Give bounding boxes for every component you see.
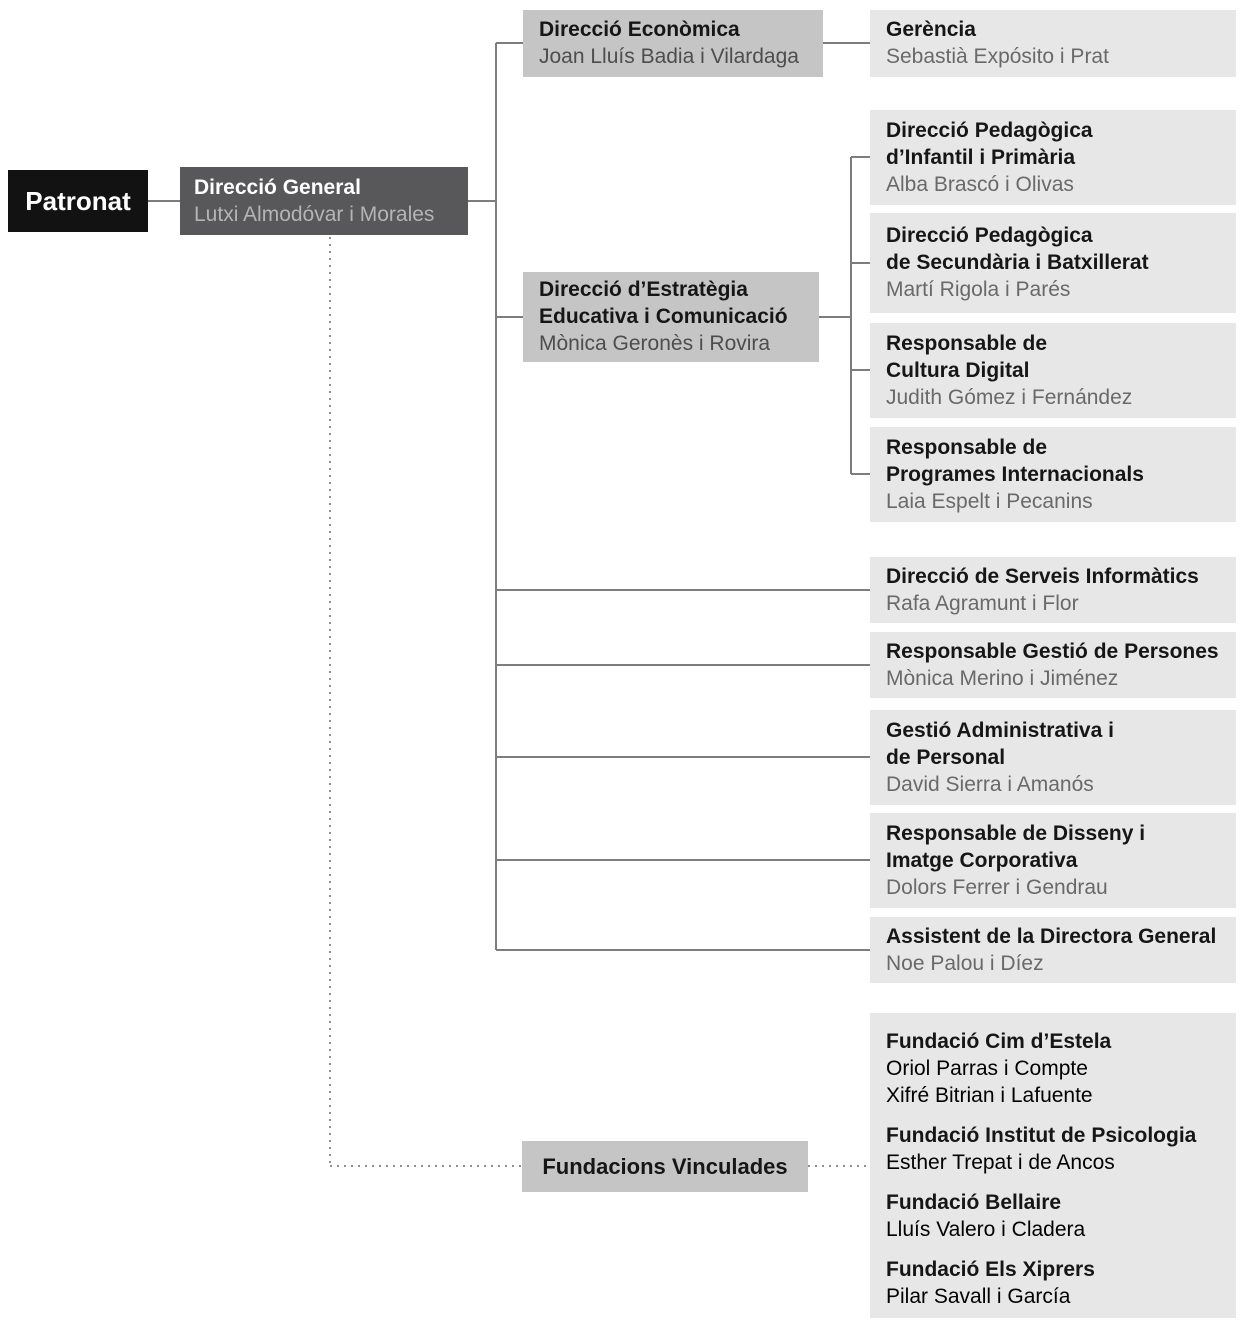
node-dp-secundaria: Direcció Pedagògica de Secundària i Batx… — [870, 213, 1236, 313]
node-title: Direcció d’Estratègia — [539, 278, 748, 301]
node-programes: Responsable de Programes Internacionals … — [870, 427, 1236, 522]
node-title: Imatge Corporativa — [886, 849, 1078, 872]
fundacio-title: Fundació Cim d’Estela — [886, 1030, 1112, 1053]
node-person: Martí Rigola i Parés — [886, 278, 1071, 301]
fundacio-title: Fundació Bellaire — [886, 1191, 1062, 1214]
node-person: Lutxi Almodóvar i Morales — [194, 203, 435, 226]
node-title: Patronat — [25, 185, 131, 216]
node-title: Assistent de la Directora General — [886, 925, 1217, 948]
node-title: Direcció Pedagògica — [886, 119, 1093, 142]
node-title: Educativa i Comunicació — [539, 305, 788, 328]
node-person: Mònica Merino i Jiménez — [886, 667, 1119, 690]
fundacio-person: Esther Trepat i de Ancos — [886, 1151, 1115, 1174]
fundacio-title: Fundació Institut de Psicologia — [886, 1124, 1197, 1147]
node-serveis-informatics: Direcció de Serveis Informàtics Rafa Agr… — [870, 557, 1236, 623]
fundacio-entry: Fundació Bellaire Lluís Valero i Cladera — [886, 1189, 1220, 1243]
node-dp-infantil: Direcció Pedagògica d’Infantil i Primàri… — [870, 110, 1236, 205]
node-person: David Sierra i Amanós — [886, 773, 1094, 796]
node-direccio-general: Direcció General Lutxi Almodóvar i Moral… — [180, 167, 468, 235]
node-title: Gerència — [886, 18, 976, 41]
fundacio-person: Xifré Bitrian i Lafuente — [886, 1084, 1093, 1107]
node-title: Responsable Gestió de Persones — [886, 640, 1219, 663]
node-title: Gestió Administrativa i — [886, 719, 1114, 742]
fundacio-person: Pilar Savall i García — [886, 1285, 1071, 1308]
node-gerencia: Gerència Sebastià Expósito i Prat — [870, 10, 1236, 77]
node-person: Joan Lluís Badia i Vilardaga — [539, 45, 799, 68]
node-person: Noe Palou i Díez — [886, 952, 1044, 975]
node-title: Direcció Pedagògica — [886, 224, 1093, 247]
node-title: Responsable de Disseny i — [886, 822, 1146, 845]
node-person: Rafa Agramunt i Flor — [886, 592, 1079, 615]
fundacio-entry: Fundació Els Xiprers Pilar Savall i Garc… — [886, 1256, 1220, 1310]
node-gestio-administrativa: Gestió Administrativa i de Personal Davi… — [870, 710, 1236, 805]
node-fundacions-vinculades: Fundacions Vinculades — [522, 1141, 808, 1192]
fundacio-entry: Fundació Cim d’Estela Oriol Parras i Com… — [886, 1028, 1220, 1109]
node-title: Direcció Econòmica — [539, 18, 740, 41]
fundacions-panel: Fundació Cim d’Estela Oriol Parras i Com… — [870, 1013, 1236, 1318]
node-title: Direcció de Serveis Informàtics — [886, 565, 1199, 588]
node-cultura-digital: Responsable de Cultura Digital Judith Gó… — [870, 323, 1236, 418]
fundacio-entry: Fundació Institut de Psicologia Esther T… — [886, 1122, 1220, 1176]
node-title: Responsable de — [886, 436, 1048, 459]
node-title: de Secundària i Batxillerat — [886, 251, 1149, 274]
node-title: de Personal — [886, 746, 1006, 769]
node-person: Sebastià Expósito i Prat — [886, 45, 1109, 68]
node-assistent: Assistent de la Directora General Noe Pa… — [870, 917, 1236, 983]
node-gestio-persones: Responsable Gestió de Persones Mònica Me… — [870, 632, 1236, 698]
node-title: d’Infantil i Primària — [886, 146, 1076, 169]
fundacio-title: Fundació Els Xiprers — [886, 1258, 1095, 1281]
node-title: Responsable de — [886, 332, 1048, 355]
node-person: Dolors Ferrer i Gendrau — [886, 876, 1108, 899]
fundacio-person: Oriol Parras i Compte — [886, 1057, 1088, 1080]
node-person: Mònica Geronès i Rovira — [539, 332, 771, 355]
node-title: Programes Internacionals — [886, 463, 1144, 486]
node-person: Judith Gómez i Fernández — [886, 386, 1133, 409]
node-patronat: Patronat — [8, 170, 148, 232]
node-estrategia: Direcció d’Estratègia Educativa i Comuni… — [523, 272, 819, 362]
node-direccio-economica: Direcció Econòmica Joan Lluís Badia i Vi… — [523, 10, 823, 77]
node-disseny: Responsable de Disseny i Imatge Corporat… — [870, 813, 1236, 908]
node-title: Direcció General — [194, 176, 361, 199]
node-person: Alba Brascó i Olivas — [886, 173, 1074, 196]
fundacio-person: Lluís Valero i Cladera — [886, 1218, 1086, 1241]
node-title: Fundacions Vinculades — [542, 1154, 788, 1179]
node-title: Cultura Digital — [886, 359, 1030, 382]
node-person: Laia Espelt i Pecanins — [886, 490, 1093, 513]
